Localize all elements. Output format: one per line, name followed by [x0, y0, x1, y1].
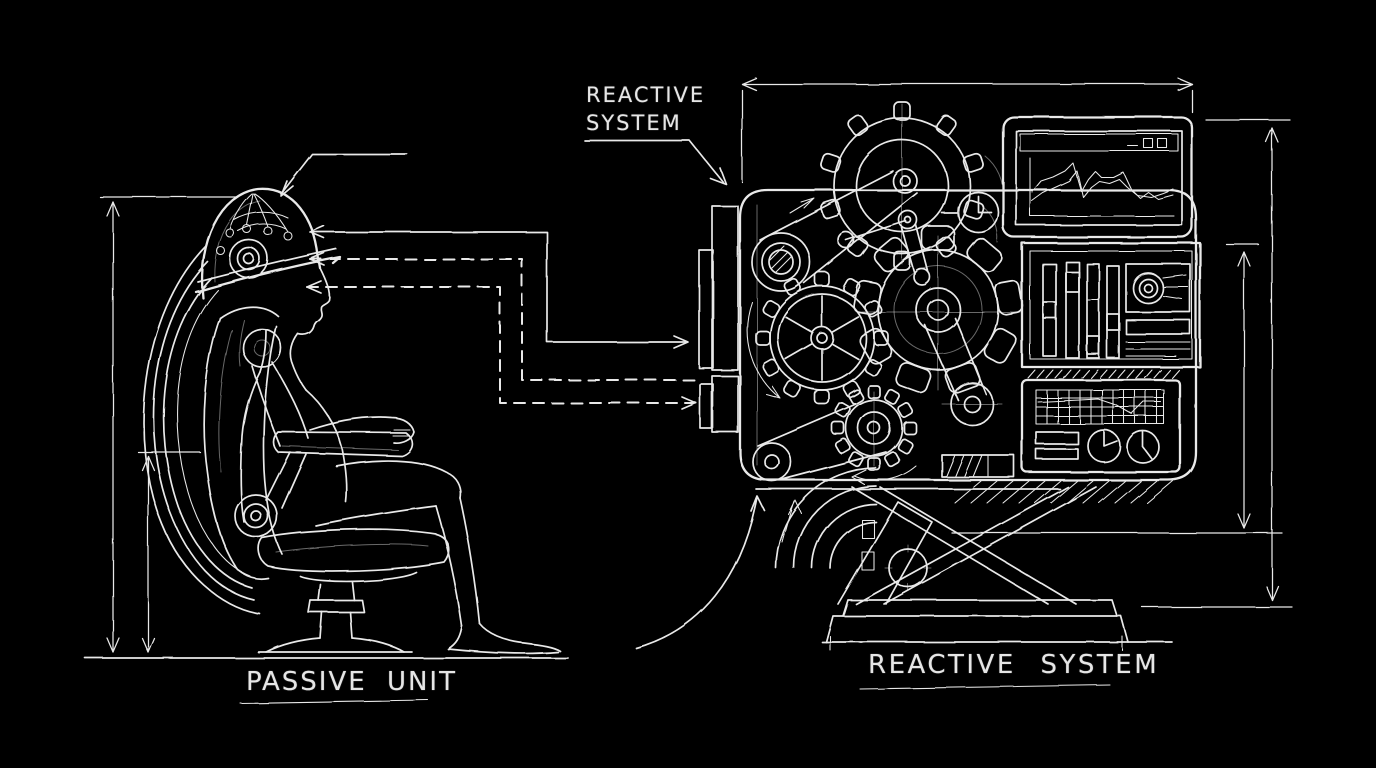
- gauge-dial-icon: [1126, 430, 1160, 464]
- pulley-arm: [751, 168, 918, 292]
- cable-bundle: [142, 245, 261, 615]
- reactive-label-underline: [859, 684, 1111, 690]
- passive-label-underline: [239, 699, 429, 704]
- passive-unit-label: PASSIVE UNIT: [246, 667, 457, 697]
- big-gear: [852, 225, 1024, 394]
- window-button-icon: [1143, 138, 1154, 149]
- top-dimension-line: [741, 77, 1193, 183]
- chart-line-1: [1031, 162, 1174, 200]
- spoked-gear: [755, 271, 889, 405]
- reactive-machine: [635, 101, 1202, 651]
- window-button-icon: [1157, 138, 1168, 149]
- power-cable: [635, 495, 802, 649]
- passive-unit: [142, 187, 561, 655]
- chart-line-2: [1031, 170, 1174, 202]
- slider-control-panel: [1020, 241, 1202, 369]
- signal-dashed-2: [306, 286, 697, 404]
- linkage-arms: [837, 210, 931, 286]
- seated-figure: [239, 267, 561, 655]
- callout-line-1: REACTIVE: [586, 83, 706, 107]
- reactive-system-callout: REACTIVE SYSTEM: [586, 82, 705, 137]
- signal-dashed-1: [309, 258, 701, 381]
- signal-arrows: [306, 225, 701, 410]
- ground-line: [84, 657, 1111, 704]
- callout-leader-arrow: [584, 140, 727, 185]
- gauge-dial-icon: [1087, 429, 1121, 463]
- top-gear: [820, 101, 984, 271]
- line-chart-monitor: [1001, 115, 1194, 239]
- left-dimension-lines: [99, 196, 239, 653]
- callout-line-2: SYSTEM: [586, 110, 682, 135]
- signal-solid: [311, 231, 687, 343]
- grid-trace: [1037, 398, 1162, 415]
- x-frame-stand: [775, 467, 1173, 651]
- reactive-system-label: REACTIVE SYSTEM: [868, 650, 1160, 680]
- electrode-wires: [229, 193, 289, 233]
- grid-and-gauge-panel: [1020, 369, 1182, 474]
- helmet-leader-arrow: [280, 153, 408, 197]
- right-dimension-lines: [951, 119, 1293, 608]
- gear-train: [746, 101, 1024, 485]
- reclining-chair: [202, 305, 450, 653]
- small-gear: [831, 385, 917, 471]
